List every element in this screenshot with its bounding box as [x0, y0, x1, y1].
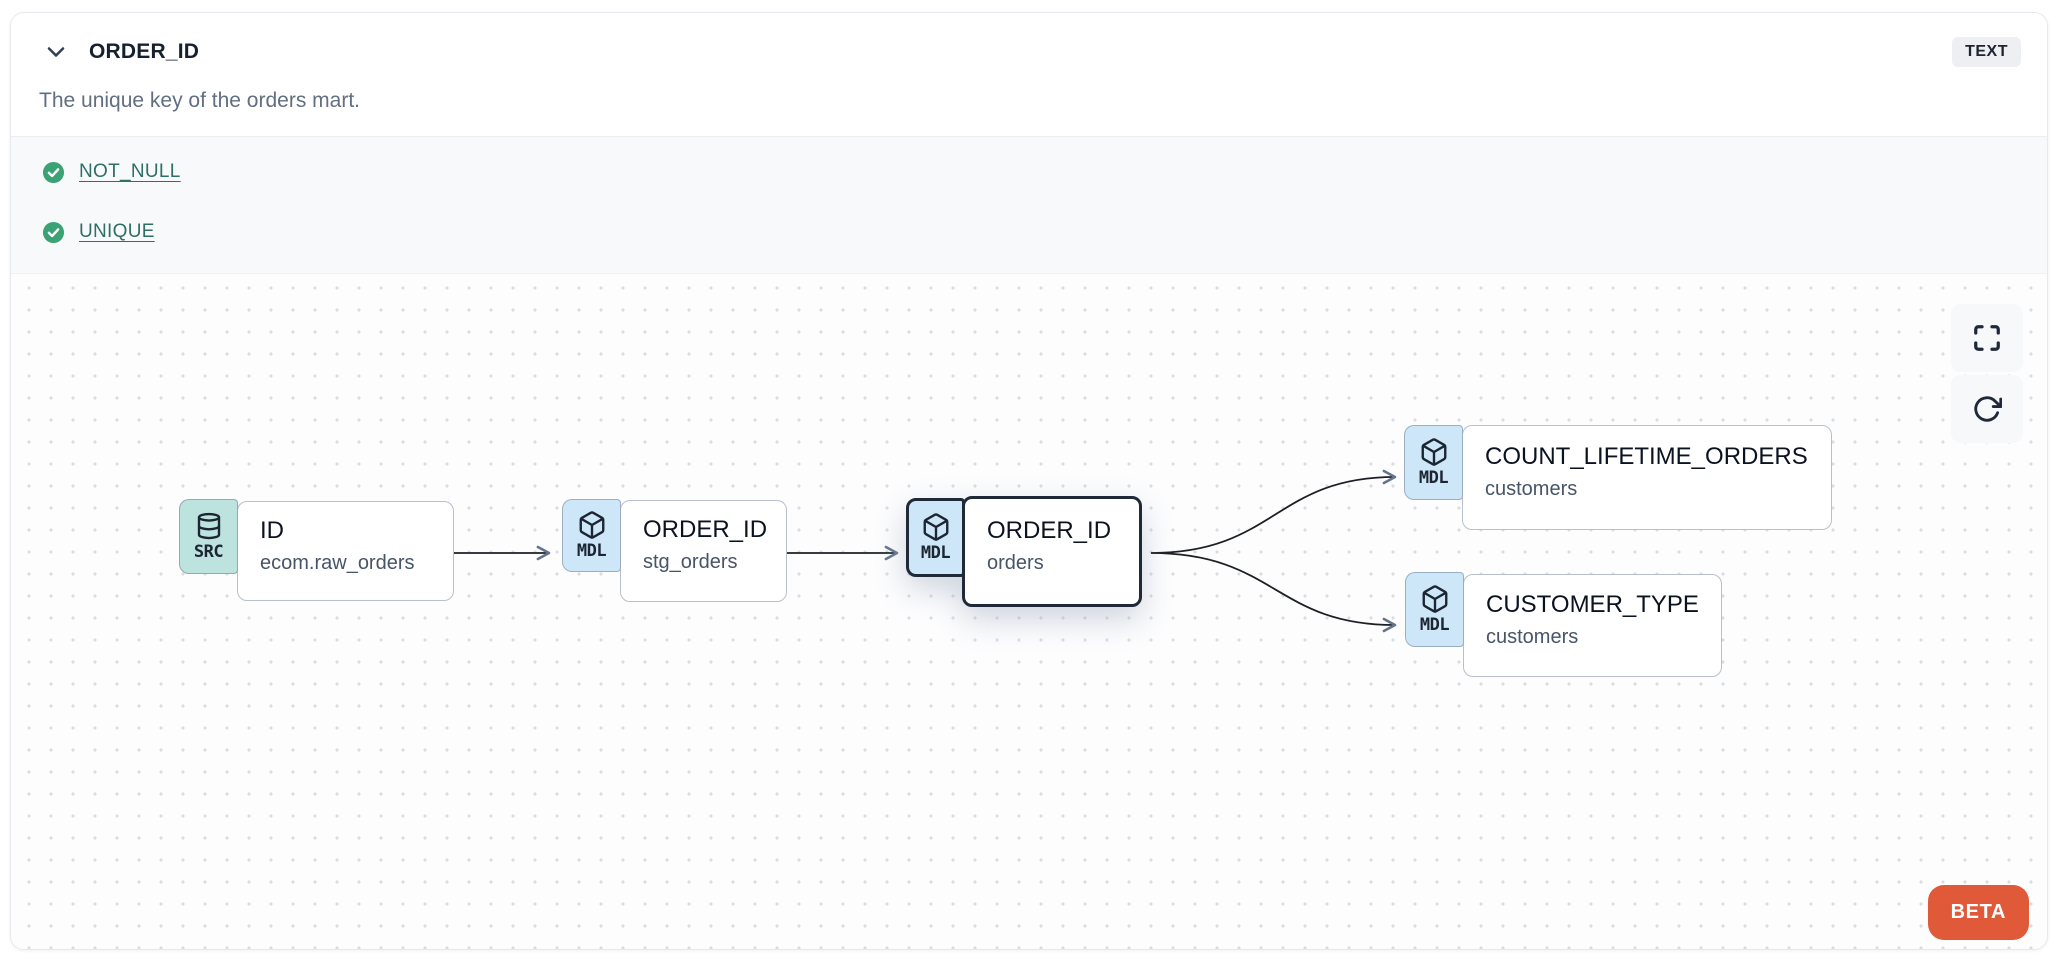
lineage-node-customer-type[interactable]: MDL CUSTOMER_TYPE customers: [1405, 572, 1722, 677]
node-subtitle: orders: [987, 552, 1044, 574]
node-title: CUSTOMER_TYPE: [1486, 591, 1699, 618]
node-badge-label: MDL: [1418, 468, 1449, 488]
lineage-node-orders-selected[interactable]: MDL ORDER_ID orders: [906, 496, 1142, 607]
column-type-badge: TEXT: [1952, 37, 2021, 67]
check-circle-icon: [42, 221, 65, 244]
test-row-not-null: NOT_NULL: [42, 160, 2047, 184]
node-subtitle: customers: [1486, 626, 1579, 648]
node-type-badge: SRC: [179, 499, 238, 574]
node-title: ID: [260, 517, 284, 544]
node-badge-label: MDL: [1419, 615, 1450, 635]
node-subtitle: ecom.raw_orders: [260, 552, 415, 574]
test-row-unique: UNIQUE: [42, 220, 2047, 244]
node-subtitle: stg_orders: [643, 551, 738, 573]
check-circle-icon: [42, 161, 65, 184]
node-body: CUSTOMER_TYPE customers: [1463, 574, 1722, 677]
node-subtitle: customers: [1485, 478, 1578, 500]
refresh-icon: [1974, 396, 2002, 422]
box-icon: [1419, 437, 1449, 467]
node-body: ID ecom.raw_orders: [237, 501, 454, 601]
node-body: COUNT_LIFETIME_ORDERS customers: [1462, 425, 1832, 530]
lineage-node-stg-orders[interactable]: MDL ORDER_ID stg_orders: [562, 499, 787, 602]
node-badge-label: SRC: [193, 542, 224, 562]
column-description: The unique key of the orders mart.: [39, 89, 360, 112]
node-title: ORDER_ID: [987, 517, 1112, 544]
panel-header: ORDER_ID TEXT The unique key of the orde…: [11, 13, 2047, 136]
fullscreen-icon: [1974, 325, 2000, 351]
test-link-not-null[interactable]: NOT_NULL: [79, 161, 181, 182]
lineage-canvas[interactable]: SRC ID ecom.raw_orders MDL ORDER_ID stg_…: [11, 273, 2047, 949]
column-details-panel: ORDER_ID TEXT The unique key of the orde…: [10, 12, 2048, 950]
node-title: ORDER_ID: [643, 516, 768, 543]
fullscreen-button[interactable]: [1951, 304, 2023, 372]
node-type-badge: MDL: [1405, 572, 1464, 647]
column-title: ORDER_ID: [89, 40, 200, 63]
refresh-button[interactable]: [1951, 375, 2023, 443]
node-type-badge: MDL: [1404, 425, 1463, 500]
node-type-badge: MDL: [562, 499, 621, 572]
node-body: ORDER_ID stg_orders: [620, 500, 787, 602]
box-icon: [1420, 584, 1450, 614]
node-title: COUNT_LIFETIME_ORDERS: [1485, 443, 1808, 470]
node-type-badge: MDL: [906, 498, 965, 577]
lineage-node-source-id[interactable]: SRC ID ecom.raw_orders: [179, 499, 454, 601]
node-badge-label: MDL: [920, 543, 951, 563]
collapse-chevron-button[interactable]: [41, 37, 71, 67]
tests-section: NOT_NULL UNIQUE: [11, 136, 2047, 273]
lineage-edges: [454, 469, 1397, 633]
chevron-down-icon: [47, 47, 65, 57]
test-link-unique[interactable]: UNIQUE: [79, 221, 155, 242]
box-icon: [921, 512, 951, 542]
beta-badge: BETA: [1927, 885, 2029, 940]
node-body: ORDER_ID orders: [962, 496, 1142, 607]
lineage-node-count-lifetime-orders[interactable]: MDL COUNT_LIFETIME_ORDERS customers: [1404, 425, 1832, 530]
node-badge-label: MDL: [576, 541, 607, 561]
database-icon: [194, 511, 224, 541]
box-icon: [577, 510, 607, 540]
